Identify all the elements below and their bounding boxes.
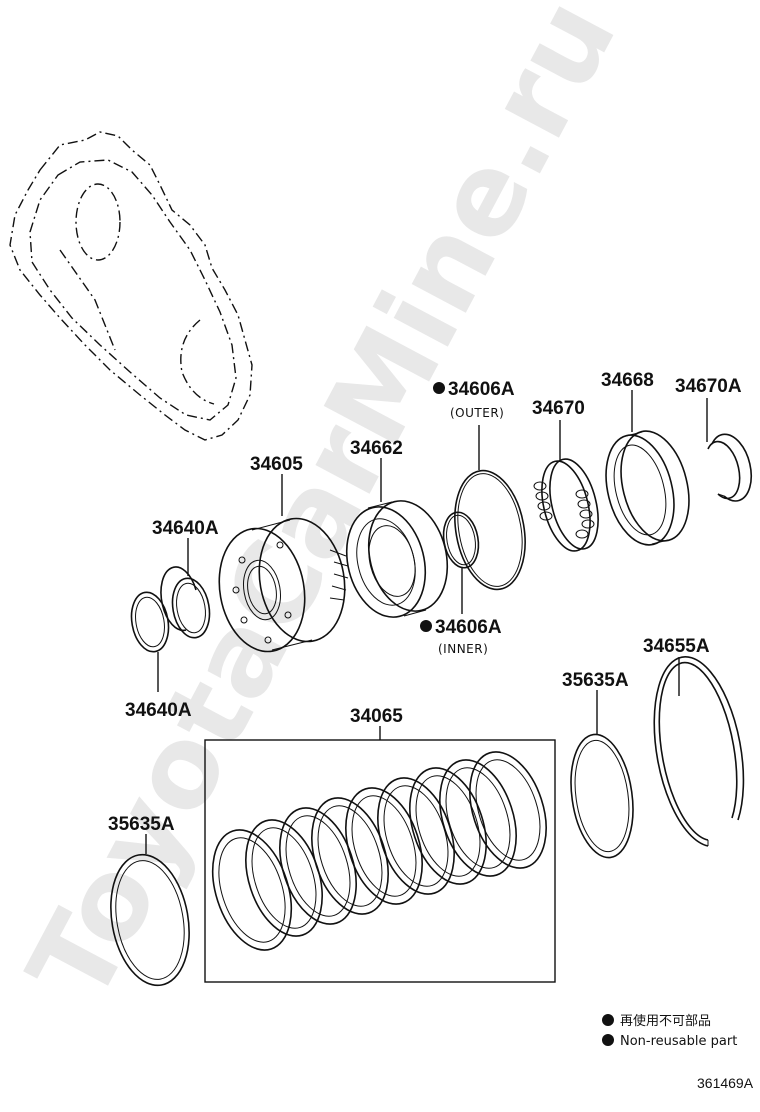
non-reusable-marker — [602, 1014, 614, 1026]
part-34065-clutch-pack — [204, 739, 556, 983]
callout-34606A-inner: 34606A (INNER) — [420, 617, 502, 656]
part-34606A-inner — [442, 511, 480, 569]
part-number-34670A: 34670A — [675, 376, 742, 397]
part-number-34605: 34605 — [250, 454, 303, 475]
part-34606A-outer — [454, 469, 526, 591]
part-number-34670: 34670 — [532, 398, 585, 419]
part-35635A-plate-right — [570, 733, 634, 859]
part-34640A-snap-ring-upper — [160, 566, 211, 639]
transmission-housing — [9, 131, 253, 441]
part-34668-piston — [605, 430, 690, 546]
part-34605-hub — [218, 517, 349, 653]
legend-jp-text: 再使用不可部品 — [620, 1013, 711, 1029]
inner-note: (INNER) — [438, 642, 488, 656]
part-34655A-snap-ring — [653, 656, 745, 847]
leader-lines — [145, 390, 708, 854]
part-number-34668: 34668 — [601, 370, 654, 391]
part-35635A-plate-left — [110, 853, 190, 987]
figure-code: 361469A — [697, 1075, 754, 1091]
part-number-34606A-inner: 34606A — [435, 617, 502, 638]
part-number-34640A-upper: 34640A — [152, 518, 219, 539]
part-number-34640A-lower: 34640A — [125, 700, 192, 721]
callout-34606A-outer: 34606A (OUTER) — [433, 379, 515, 420]
part-number-34065: 34065 — [350, 706, 403, 727]
part-number-35635A-right: 35635A — [562, 670, 629, 691]
non-reusable-marker — [433, 382, 445, 394]
part-34670A-snap-ring — [707, 433, 753, 502]
part-34640A-snap-ring-lower — [130, 591, 170, 653]
legend-en-text: Non-reusable part — [620, 1034, 737, 1049]
outer-note: (OUTER) — [450, 406, 504, 420]
non-reusable-marker — [420, 620, 432, 632]
non-reusable-marker — [602, 1034, 614, 1046]
part-34670-spring-retainer — [533, 458, 599, 552]
part-34662-drum — [345, 500, 449, 618]
legend: 再使用不可部品 Non-reusable part — [602, 1013, 737, 1049]
watermark: ToyotaCarMine.ru — [4, 0, 642, 1023]
part-number-34606A-outer: 34606A — [448, 379, 515, 400]
part-number-34662: 34662 — [350, 438, 403, 459]
part-number-35635A-left: 35635A — [108, 814, 175, 835]
part-number-34655A: 34655A — [643, 636, 710, 657]
